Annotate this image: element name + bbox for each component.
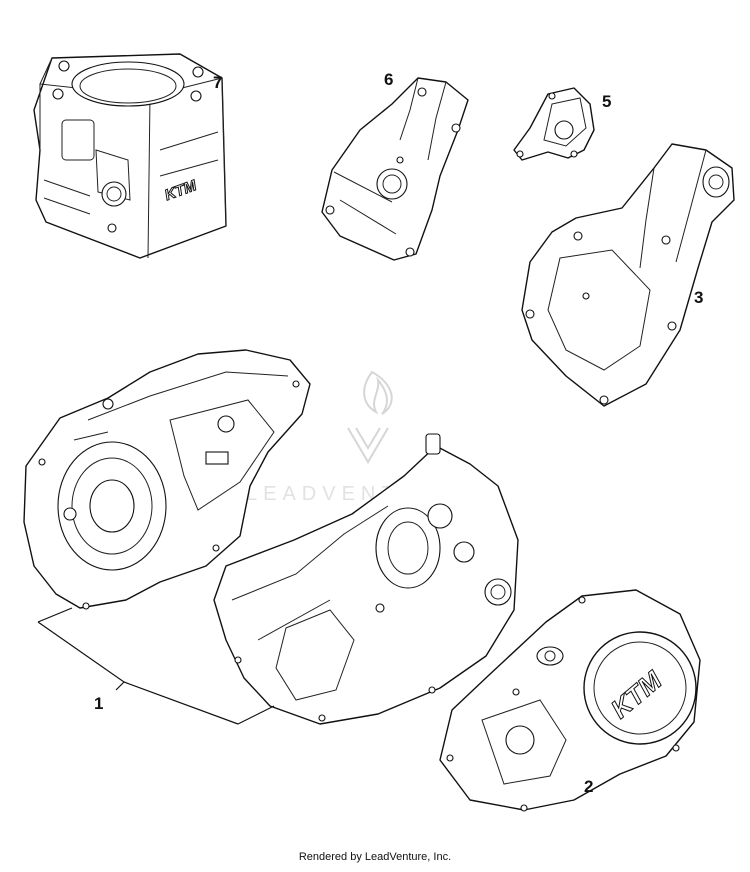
footer-credit: Rendered by LeadVenture, Inc.	[298, 851, 452, 863]
generator-cover-boss	[702, 166, 730, 198]
part-1-crankcase-right	[213, 433, 519, 725]
exhaust-port	[101, 181, 127, 207]
clutch-cover-dome	[583, 631, 697, 745]
part-1-leader	[37, 607, 275, 725]
part-5-small-cover	[513, 87, 595, 161]
callout-6: 6	[384, 70, 393, 89]
part-3-generator-cover	[521, 143, 735, 407]
small-cover-port	[554, 120, 574, 140]
part-6-ignition-cover	[321, 77, 469, 261]
ignition-cover-port	[376, 168, 408, 200]
cylinder-bore	[71, 61, 185, 107]
part-1-crankcase-left	[23, 349, 311, 610]
part-2-clutch-cover: KTM	[439, 589, 701, 812]
callout-7: 7	[213, 73, 222, 92]
clutch-cover-oil-filler	[536, 646, 564, 666]
callout-1: 1	[94, 694, 103, 713]
callout-2: 2	[584, 777, 593, 796]
crankcase-right-bore	[375, 507, 441, 589]
callout-5: 5	[602, 92, 611, 111]
part-7-cylinder: KTM	[33, 53, 227, 259]
callout-3: 3	[694, 288, 703, 307]
